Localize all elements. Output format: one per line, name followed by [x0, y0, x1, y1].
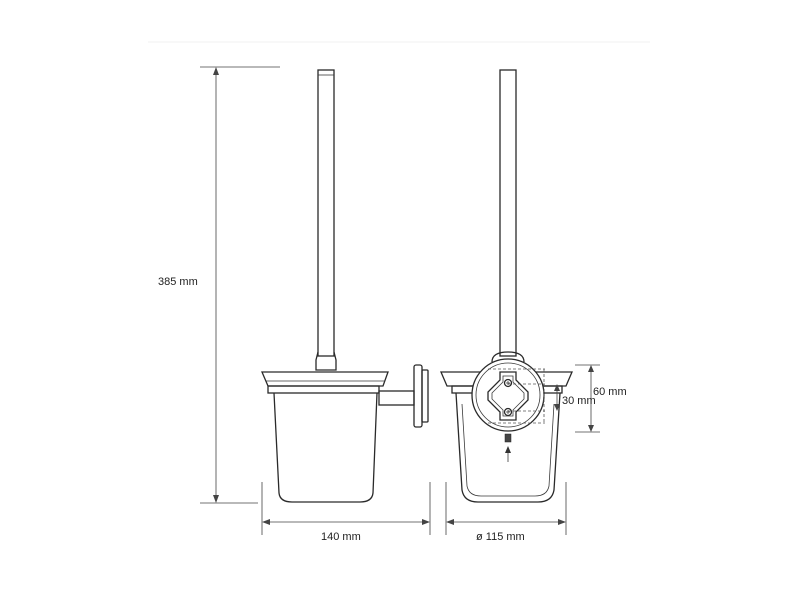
front-mount-bracket [487, 371, 529, 421]
mount-spacing-label: 30 mm [562, 395, 596, 407]
mount-reference-lines [488, 368, 545, 424]
side-wall-plate [413, 364, 423, 428]
set-screw-arrow-head [505, 446, 511, 453]
side-arm [378, 390, 415, 406]
mount-height-arrow-bottom [588, 425, 594, 432]
set-screw [504, 433, 512, 443]
front-view [440, 69, 573, 503]
side-rim [267, 385, 380, 394]
width-dimension: 140 mm [261, 482, 431, 543]
height-arrow-bottom [213, 495, 219, 503]
side-lid [261, 371, 389, 387]
mount-screw-top [503, 378, 513, 388]
height-arrow-top [213, 67, 219, 75]
front-mount-disc-inner [475, 362, 541, 428]
diameter-label: ø 115 mm [476, 531, 525, 543]
mount-spacing-arrow-bottom [554, 404, 560, 411]
mount-height-arrow-top [588, 365, 594, 372]
mount-height-dimension: 60 mm [575, 364, 627, 433]
front-handle [499, 69, 517, 357]
width-label: 140 mm [321, 531, 361, 543]
side-wall-plate-back [421, 369, 429, 423]
height-dimension: 385 mm [158, 66, 280, 504]
mount-spacing-arrow-top [554, 384, 560, 391]
side-view [261, 69, 429, 503]
width-arrow-left [262, 519, 270, 525]
side-handle [317, 69, 335, 357]
side-handle-collar [315, 351, 337, 371]
front-handle-collar [491, 351, 525, 363]
front-cup [455, 392, 561, 503]
mount-height-label: 60 mm [593, 386, 627, 398]
diameter-dimension: ø 115 mm [445, 482, 567, 543]
side-cup [273, 392, 378, 503]
mount-spacing-dimension: 30 mm [554, 384, 596, 411]
mount-screw-bottom [503, 407, 513, 417]
front-cup-inner [461, 403, 555, 497]
front-mount-bracket-inner [491, 375, 525, 417]
height-label: 385 mm [158, 276, 198, 288]
diameter-arrow-right [558, 519, 566, 525]
diameter-arrow-left [446, 519, 454, 525]
width-arrow-right [422, 519, 430, 525]
